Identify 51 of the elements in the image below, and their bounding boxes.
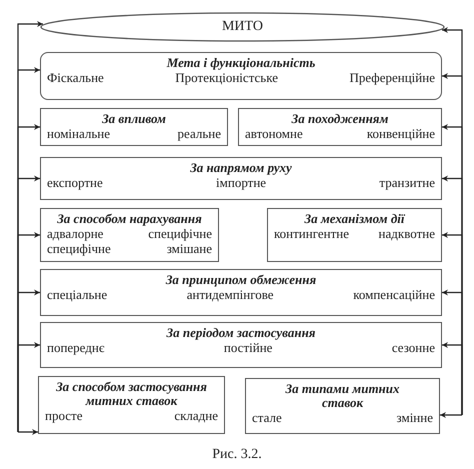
category-heading: За механізмом дії: [303, 212, 406, 226]
category-item: експортне: [47, 175, 103, 190]
category-heading: За періодом застосування: [166, 326, 316, 340]
category-box: [238, 108, 442, 146]
arrow: [17, 342, 40, 432]
category-box: [40, 108, 228, 146]
category-heading: За походженням: [290, 112, 390, 126]
category-heading: За принципом обмеження: [164, 273, 318, 287]
category-box: [40, 208, 219, 262]
category-item: конвенційне: [366, 126, 435, 141]
figure-caption: Рис. 3.2.: [212, 447, 262, 463]
category-item: складне: [174, 408, 218, 423]
category-item: змінне: [396, 410, 433, 425]
category-item: спеціальне: [47, 287, 108, 302]
arrow: [440, 412, 463, 418]
arrow: [442, 342, 463, 415]
category-item: Преференційне: [349, 70, 435, 85]
category-item: адвалорне: [47, 226, 104, 241]
category-item: специфічне: [147, 226, 212, 241]
category-item: автономне: [245, 126, 303, 141]
category-item: антидемпінгове: [186, 287, 274, 302]
category-box: [40, 269, 442, 316]
category-item: номінальне: [47, 126, 110, 141]
category-box: [38, 376, 225, 434]
category-item: надквотне: [378, 226, 435, 241]
category-item: постійне: [224, 340, 272, 355]
root-label: МИТО: [222, 19, 264, 35]
category-item: Протекціоністське: [175, 70, 278, 85]
category-box: [245, 378, 440, 434]
arrow: [17, 429, 38, 435]
category-item: компенсаційне: [353, 287, 435, 302]
category-heading: Мета і функціональність: [166, 56, 316, 70]
category-item: стале: [252, 410, 282, 425]
category-heading: За способом нарахування: [56, 212, 203, 226]
category-item: змішане: [166, 241, 212, 256]
category-item: контингентне: [274, 226, 350, 241]
category-box: [267, 208, 442, 262]
category-item: специфічне: [47, 241, 112, 256]
category-item: сезонне: [392, 340, 435, 355]
category-item: реальне: [178, 126, 221, 141]
category-box: [40, 157, 442, 200]
category-item: Фіскальне: [47, 70, 104, 85]
category-box: [40, 322, 442, 368]
category-item: імпортне: [216, 175, 266, 190]
category-heading: За напрямом руху: [189, 161, 293, 175]
category-item: транзитне: [379, 175, 435, 190]
category-item: просте: [45, 408, 83, 423]
category-box: [40, 52, 442, 100]
category-heading: За впливом: [101, 112, 167, 126]
root-ellipse: [40, 12, 445, 42]
category-item: попереднє: [47, 340, 104, 355]
